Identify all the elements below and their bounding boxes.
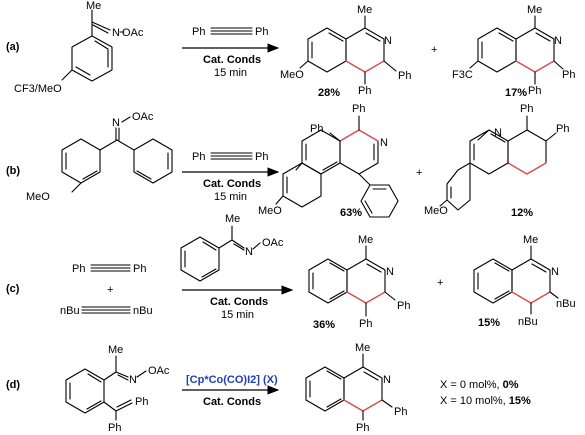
plus-b: + bbox=[416, 167, 422, 179]
result-line-2: X = 10 mol%, 15% bbox=[440, 395, 531, 407]
product-r1: nBu bbox=[556, 298, 576, 310]
alkyne-right-label: Ph bbox=[255, 26, 268, 38]
alkyne-left-label: Ph bbox=[192, 151, 205, 163]
vinyl-ph2-label: Ph bbox=[108, 422, 121, 434]
product-d: Me N Ph Ph bbox=[305, 342, 407, 434]
alkyne1-right-label: Ph bbox=[133, 263, 146, 275]
reactant-d: Me N OAc Ph Ph bbox=[65, 344, 170, 434]
plus-c: + bbox=[437, 277, 443, 289]
product-subst: MeO bbox=[280, 69, 304, 81]
methyl-label: Me bbox=[225, 213, 240, 225]
substituent-label-b: MeO bbox=[26, 191, 50, 203]
product-r2: Ph bbox=[359, 318, 372, 330]
product-r2: Ph bbox=[528, 85, 541, 97]
product-yield: 12% bbox=[511, 207, 533, 219]
alkyne-left-label: Ph bbox=[192, 26, 205, 38]
product-r2: Ph bbox=[356, 422, 369, 434]
product-ph-top: Ph bbox=[520, 103, 533, 115]
alkyne-reagent-a: Ph Ph bbox=[192, 26, 268, 38]
time-b: 15 min bbox=[214, 191, 247, 203]
oxime-oac-label: OAc bbox=[132, 111, 154, 123]
product-r1: Ph bbox=[397, 300, 410, 312]
methyl-label: Me bbox=[108, 344, 123, 356]
product-a2: Me N Ph Ph F3C 17% bbox=[452, 4, 575, 99]
row-label-c: (c) bbox=[6, 283, 20, 295]
results-d: X = 0 mol%, 0% X = 10 mol%, 15% bbox=[440, 379, 531, 407]
product-n: N bbox=[384, 35, 392, 47]
product-ph-right: Ph bbox=[556, 123, 569, 135]
reactant-a: Me N OAc CF3/MeO bbox=[14, 0, 144, 95]
oxime-oac-label: OAc bbox=[262, 237, 284, 249]
product-n: N bbox=[380, 137, 388, 149]
product-yield: 63% bbox=[340, 207, 362, 219]
product-methyl: Me bbox=[523, 234, 538, 246]
product-c1: Me N Ph Ph 36% bbox=[308, 234, 410, 331]
oxime-n-label: N bbox=[129, 374, 137, 386]
conditions-d: Cat. Conds bbox=[203, 396, 261, 408]
row-label-a: (a) bbox=[6, 41, 20, 53]
product-c2: Me N nBu nBu 15% bbox=[473, 234, 576, 329]
oxime-oac-label: OAc bbox=[122, 27, 144, 39]
product-methyl: Me bbox=[527, 4, 542, 16]
product-r1: Ph bbox=[398, 70, 411, 82]
time-c: 15 min bbox=[221, 309, 254, 321]
reactant-b: N OAc MeO bbox=[26, 111, 173, 203]
reactant-alkynes-c: Ph Ph + nBu nBu bbox=[60, 263, 153, 317]
product-yield: 17% bbox=[505, 87, 527, 99]
product-yield: 36% bbox=[313, 319, 335, 331]
methyl-label: Me bbox=[86, 0, 101, 12]
oxime-n-label: N bbox=[245, 246, 253, 258]
product-n: N bbox=[554, 35, 562, 47]
oxime-n-label: N bbox=[112, 27, 120, 39]
product-methyl: Me bbox=[355, 342, 370, 354]
result-line-1: X = 0 mol%, 0% bbox=[440, 379, 519, 391]
row-label-d: (d) bbox=[6, 379, 20, 391]
product-r2: nBu bbox=[518, 316, 538, 328]
product-methyl: Me bbox=[357, 4, 372, 16]
product-b2: Ph Ph N MeO 12% bbox=[424, 103, 569, 219]
product-n: N bbox=[386, 266, 394, 278]
oxime-oac-label: OAc bbox=[148, 365, 170, 377]
alkyne-reagent-b: Ph Ph bbox=[192, 151, 268, 163]
product-b1: Ph Ph N MeO 63% bbox=[258, 103, 399, 219]
product-r1: Ph bbox=[394, 406, 407, 418]
conditions-c: Cat. Conds bbox=[210, 296, 268, 308]
conditions-b: Cat. Conds bbox=[203, 178, 261, 190]
product-n: N bbox=[383, 374, 391, 386]
conditions-a: Cat. Conds bbox=[203, 54, 261, 66]
row-c: (c) Ph Ph + nBu nBu Me N OAc bbox=[6, 213, 576, 331]
product-r2: Ph bbox=[358, 85, 371, 97]
alkyne1-left-label: Ph bbox=[72, 263, 85, 275]
product-methyl: Me bbox=[358, 234, 373, 246]
alkyne2-right-label: nBu bbox=[133, 305, 153, 317]
product-n: N bbox=[494, 127, 502, 139]
product-n: N bbox=[551, 266, 559, 278]
product-subst: F3C bbox=[452, 69, 473, 81]
vinyl-ph-label: Ph bbox=[135, 396, 148, 408]
time-a: 15 min bbox=[214, 67, 247, 79]
product-ph-top: Ph bbox=[352, 103, 365, 115]
plus-reactants: + bbox=[107, 284, 113, 296]
product-yield: 28% bbox=[318, 87, 340, 99]
product-subst: MeO bbox=[258, 205, 282, 217]
substituent-label-a: CF3/MeO bbox=[14, 83, 62, 95]
product-r1: Ph bbox=[562, 69, 575, 81]
row-b: (b) N OAc MeO Ph Ph Cat. Conds bbox=[6, 103, 569, 219]
oxime-reagent-c: Me N OAc bbox=[180, 213, 284, 282]
catalyst-label: [Cp*Co(CO)I2] (X) bbox=[186, 374, 278, 386]
product-yield: 15% bbox=[478, 317, 500, 329]
plus-a: + bbox=[431, 44, 437, 56]
product-ph-left: Ph bbox=[310, 123, 323, 135]
product-subst: MeO bbox=[424, 205, 448, 217]
row-a: (a) Me N OAc CF3/MeO Ph Ph Cat. bbox=[6, 0, 575, 99]
oxime-n-label: N bbox=[112, 117, 120, 129]
product-a1: Me N Ph Ph MeO 28% bbox=[280, 4, 411, 99]
alkyne2-left-label: nBu bbox=[60, 305, 80, 317]
row-d: (d) Me N OAc Ph Ph [Cp*Co(CO)I2] (X) Cat… bbox=[6, 342, 531, 434]
alkyne-right-label: Ph bbox=[255, 151, 268, 163]
row-label-b: (b) bbox=[6, 165, 20, 177]
